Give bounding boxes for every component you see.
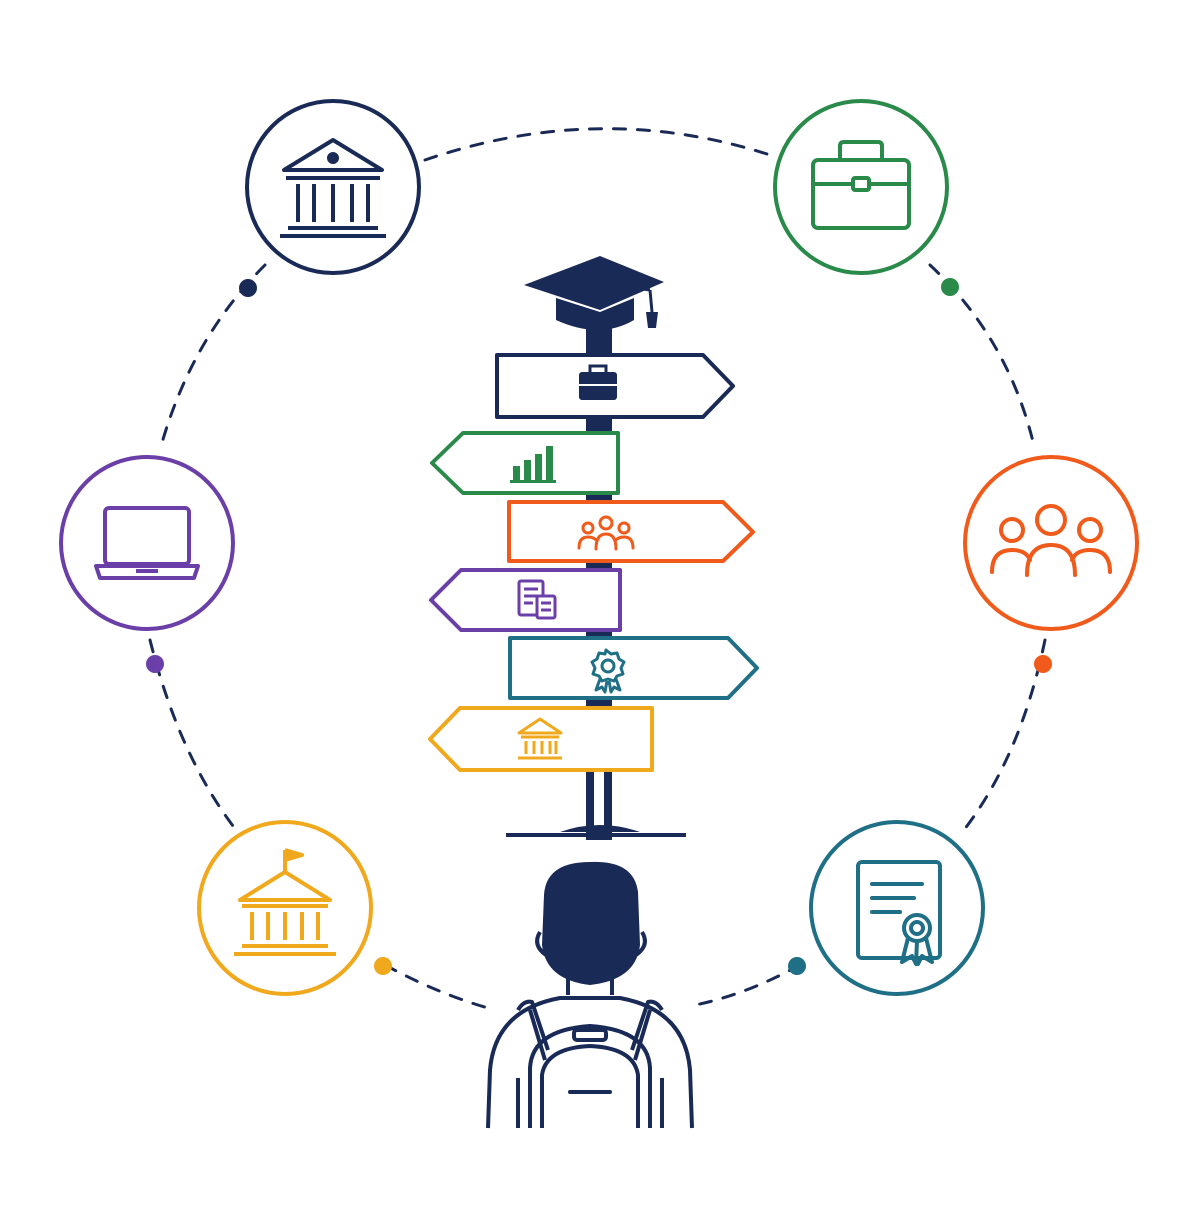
graduation-cap-icon xyxy=(524,256,664,330)
dot-green xyxy=(941,278,959,296)
node-ring xyxy=(809,820,985,996)
node-career xyxy=(773,99,949,275)
sign-award xyxy=(508,636,759,700)
signpost-base xyxy=(560,825,640,832)
backpack xyxy=(516,999,664,1128)
briefcase-icon xyxy=(579,364,617,400)
node-community xyxy=(963,455,1139,631)
node-certification xyxy=(809,820,985,996)
signpost xyxy=(428,256,759,840)
node-university xyxy=(245,99,421,275)
briefcase-icon xyxy=(811,140,911,230)
sign-calculator xyxy=(429,568,622,632)
dot-purple xyxy=(146,655,164,673)
connector-top xyxy=(423,127,772,162)
connector-bottom-right xyxy=(693,963,802,1007)
people-group-icon xyxy=(990,504,1112,577)
connector-lower-right xyxy=(958,638,1047,837)
connector-dots xyxy=(146,278,1052,975)
sign-briefcase xyxy=(495,353,735,419)
dot-yellow xyxy=(374,957,392,975)
university-building-icon xyxy=(280,138,386,238)
signpost-pole-highlight xyxy=(594,770,604,830)
student-with-backpack-icon xyxy=(486,861,694,1129)
laptop-icon xyxy=(94,506,200,580)
sign-bar-chart xyxy=(430,431,620,495)
government-building-flag-icon xyxy=(234,848,336,956)
award-badge-icon xyxy=(590,648,626,694)
connector-lower-left xyxy=(148,638,242,837)
student-head xyxy=(542,861,640,985)
certificate-icon xyxy=(856,860,942,966)
sign-institution xyxy=(428,706,654,772)
dot-navy xyxy=(239,279,257,297)
dot-teal xyxy=(788,957,806,975)
node-government xyxy=(197,820,373,996)
node-online-learning xyxy=(59,455,235,631)
university-building-icon xyxy=(517,717,563,760)
calculator-document-icon xyxy=(517,579,557,620)
people-group-icon xyxy=(577,515,635,551)
student-torso xyxy=(486,996,694,1129)
dot-orange xyxy=(1034,655,1052,673)
node-ring xyxy=(59,455,235,631)
bar-chart-icon xyxy=(510,446,556,483)
sign-community xyxy=(507,500,755,563)
connector-bottom-left xyxy=(383,963,497,1012)
